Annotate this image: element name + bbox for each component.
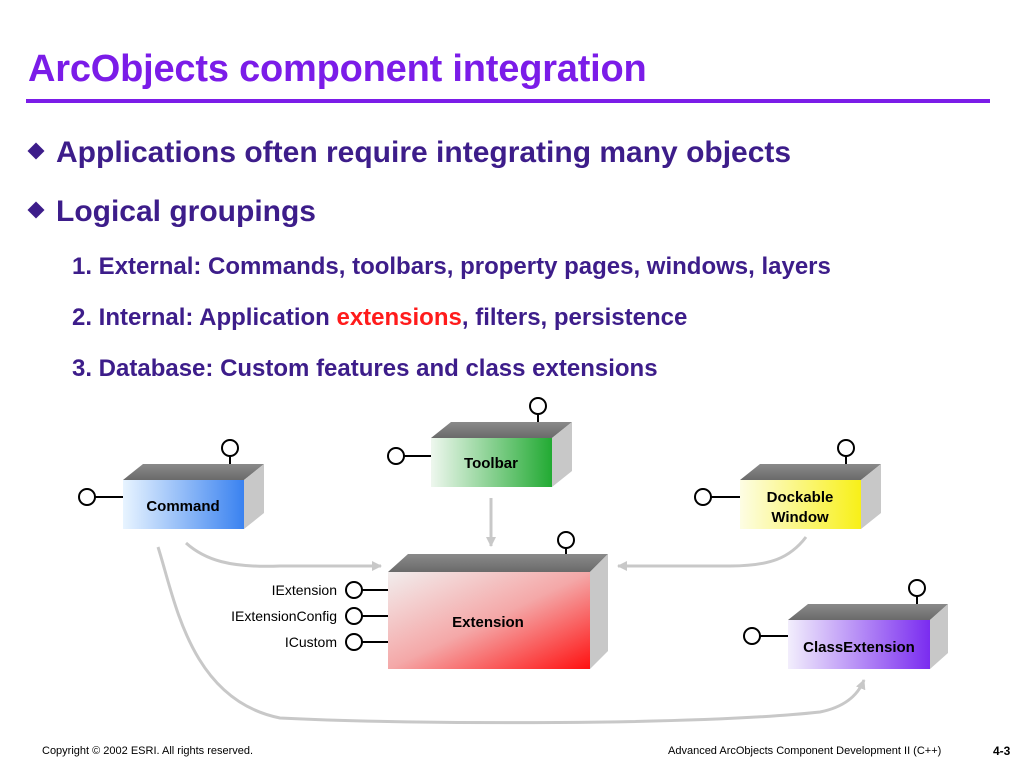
- extension-box-top: [388, 554, 608, 572]
- arrow-command-to-extension: [185, 541, 382, 571]
- dockable-window-component: Dockable Window: [694, 439, 881, 529]
- command-box-top: [123, 464, 264, 480]
- toolbar-box-side: [552, 422, 572, 487]
- iextension-label: IExtension: [272, 582, 337, 598]
- page-number: 4-3: [993, 744, 1011, 758]
- toolbar-interface-lollipop-icon: [387, 447, 405, 465]
- class-extension-component: ClassExtension: [743, 579, 948, 669]
- bullet-2: Logical groupings: [27, 195, 316, 229]
- toolbar-label: Toolbar: [464, 455, 518, 472]
- icustom-lollipop-icon: [345, 633, 363, 651]
- extension-box-side: [590, 554, 608, 669]
- dockable-label-line1: Dockable: [767, 489, 834, 506]
- command-interface-lollipop-icon: [78, 488, 96, 506]
- dockable-interface-lollipop-icon: [837, 439, 855, 457]
- classextension-box-side: [930, 604, 948, 669]
- copyright-notice: Copyright © 2002 ESRI. All rights reserv…: [42, 745, 254, 757]
- toolbar-box-top: [431, 422, 572, 438]
- slide-title: ArcObjects component integration: [28, 48, 647, 90]
- extension-box-front: [388, 572, 590, 669]
- command-component: Command: [78, 439, 264, 529]
- title-underline: [26, 99, 990, 103]
- dockable-interface-lollipop-icon: [694, 488, 712, 506]
- iextension-lollipop-icon: [345, 581, 363, 599]
- toolbar-interface-lollipop-icon: [529, 397, 547, 415]
- classextension-box-top: [788, 604, 948, 620]
- sub-item-2-suffix: , filters, persistence: [461, 304, 688, 331]
- dockable-box-top: [740, 464, 881, 480]
- icustom-label: ICustom: [285, 634, 337, 650]
- extension-interface-lollipop-icon: [557, 531, 575, 549]
- bullet-1-text: Applications often require integrating m…: [56, 136, 792, 169]
- toolbar-component: Toolbar: [387, 397, 572, 487]
- course-title: Advanced ArcObjects Component Developmen…: [668, 745, 942, 757]
- sub-item-1: 1. External: Commands, toolbars, propert…: [72, 253, 831, 280]
- classextension-box-front: [788, 620, 930, 669]
- sub-item-3: 3. Database: Custom features and class e…: [72, 355, 658, 382]
- sub-item-2: 2. Internal: Application extensions, fil…: [72, 304, 687, 332]
- dockable-box-side: [861, 464, 881, 529]
- extension-label: Extension: [452, 614, 524, 631]
- toolbar-box-front: [431, 438, 552, 487]
- command-box-front: [123, 480, 244, 529]
- extensions-highlight: extensions: [336, 304, 462, 331]
- iextensionconfig-lollipop-icon: [345, 607, 363, 625]
- arrow-dockable-to-extension: [617, 536, 808, 571]
- classextension-interface-lollipop-icon: [908, 579, 926, 597]
- command-interface-lollipop-icon: [221, 439, 239, 457]
- dockable-label-line2: Window: [771, 509, 829, 526]
- iextensionconfig-label: IExtensionConfig: [231, 608, 337, 624]
- command-box-side: [244, 464, 264, 529]
- dockable-box-front: [740, 480, 861, 529]
- classextension-interface-lollipop-icon: [743, 627, 761, 645]
- extension-component: Extension IExtension IExtensionConfig IC…: [231, 531, 608, 669]
- bullet-2-text: Logical groupings: [56, 195, 316, 228]
- sub-item-2-prefix: 2. Internal: Application: [72, 304, 337, 331]
- command-label: Command: [146, 498, 219, 515]
- bullet-1: Applications often require integrating m…: [27, 136, 792, 170]
- classextension-label: ClassExtension: [803, 639, 915, 656]
- arrow-command-to-classextension: [156, 546, 866, 725]
